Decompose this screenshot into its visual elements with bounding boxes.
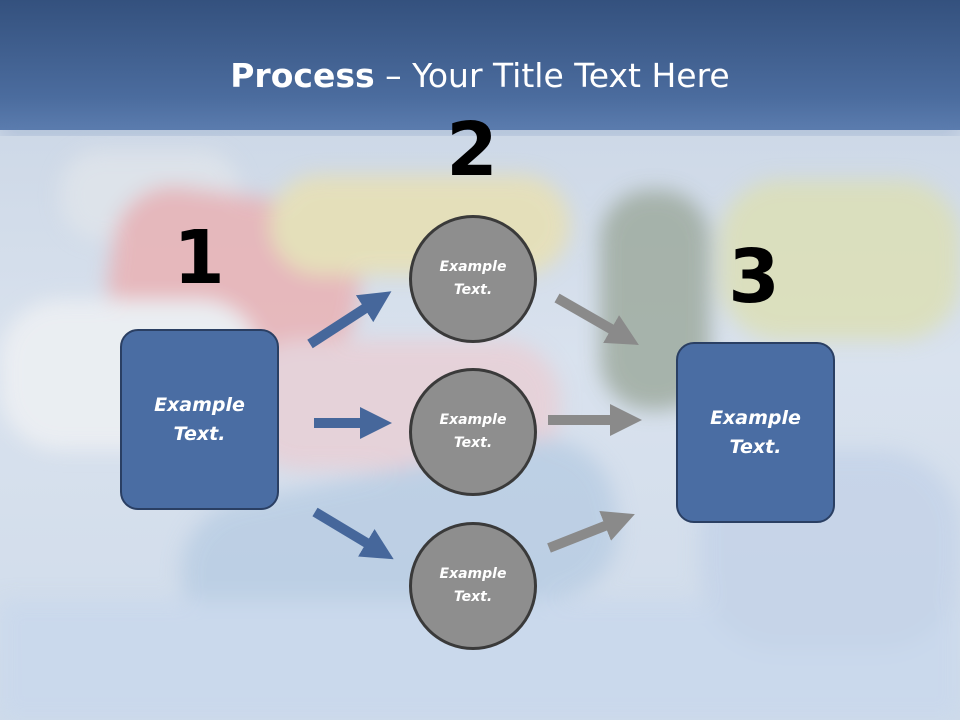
title-bar: Process – Your Title Text Here [0, 0, 960, 130]
arrow-bot-to-3 [547, 510, 635, 553]
arrow-1-to-bot [312, 507, 394, 560]
step-3-box: Example Text. [676, 342, 835, 523]
step-2-text-top: Example Text. [439, 259, 507, 298]
step-2-circle-middle: Example Text. [409, 368, 537, 496]
step-2-circle-bottom: Example Text. [409, 522, 537, 650]
slide-title: Process – Your Title Text Here [230, 56, 729, 96]
step-number-2: 2 [446, 107, 498, 193]
step-2-text-bottom: Example Text. [439, 566, 507, 605]
slide-title-strong: Process [230, 56, 375, 95]
step-number-3: 3 [728, 234, 780, 320]
arrow-1-to-top [307, 291, 392, 349]
step-3-text: Example Text. [710, 406, 801, 458]
step-2-text-middle: Example Text. [439, 412, 507, 451]
step-number-1: 1 [173, 215, 225, 301]
step-2-circle-top: Example Text. [409, 215, 537, 343]
step-1-box: Example Text. [120, 329, 279, 510]
step-1-text: Example Text. [154, 393, 245, 445]
slide-title-rest: – Your Title Text Here [374, 56, 730, 95]
arrow-top-to-3 [554, 293, 639, 345]
